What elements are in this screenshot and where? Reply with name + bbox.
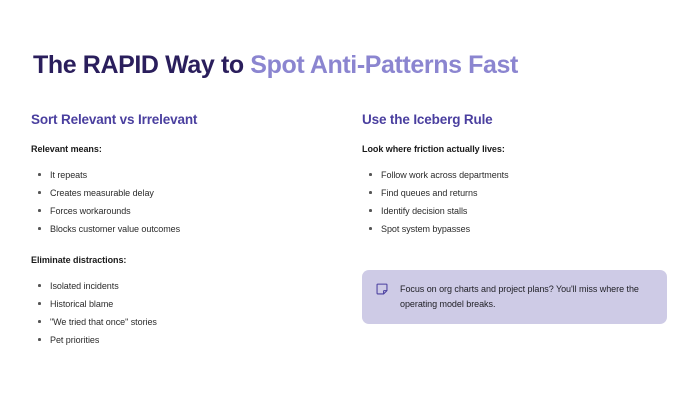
list-item-label: Historical blame <box>50 298 114 309</box>
bullet-dot-icon <box>38 302 41 305</box>
bullet-list-iceberg-rule: Follow work across departments Find queu… <box>362 166 668 238</box>
bullet-dot-icon <box>369 227 372 231</box>
list-item: Creates measurable delay <box>31 184 331 202</box>
list-item-label: Isolated incidents <box>50 280 119 291</box>
column-heading-right: Use the Iceberg Rule <box>362 112 493 127</box>
sticky-note-icon <box>376 283 388 295</box>
bullet-dot-icon <box>38 284 41 287</box>
bullet-dot-icon <box>369 191 372 195</box>
callout-text: Focus on org charts and project plans? Y… <box>400 284 639 309</box>
bullet-dot-icon <box>38 173 41 177</box>
page-title-accent-part: Spot Anti-Patterns Fast <box>250 50 518 79</box>
list-item-label: Forces workarounds <box>50 205 131 216</box>
list-item-label: Identify decision stalls <box>381 205 468 216</box>
list-item-label: Blocks customer value outcomes <box>50 223 181 234</box>
bullet-list-eliminate-distractions: Isolated incidents Historical blame "We … <box>31 277 331 349</box>
sub-heading-look-where-friction-lives: Look where friction actually lives: <box>362 144 505 155</box>
sub-heading-relevant-means: Relevant means: <box>31 144 102 155</box>
list-item: Blocks customer value outcomes <box>31 220 331 238</box>
list-item: It repeats <box>31 166 331 184</box>
callout-box: Focus on org charts and project plans? Y… <box>362 270 667 324</box>
list-item-label: Spot system bypasses <box>381 223 471 234</box>
list-item: Follow work across departments <box>362 166 668 184</box>
list-item-label: Find queues and returns <box>381 187 478 198</box>
sub-heading-eliminate-distractions: Eliminate distractions: <box>31 254 127 265</box>
bullet-list-relevant-means: It repeats Creates measurable delay Forc… <box>31 166 331 238</box>
list-item-label: Follow work across departments <box>381 169 509 180</box>
list-item: Find queues and returns <box>362 184 668 202</box>
list-item: Pet priorities <box>31 331 331 349</box>
list-item: Spot system bypasses <box>362 220 668 238</box>
page-title-dark-part: The RAPID Way to <box>33 50 251 79</box>
bullet-dot-icon <box>369 209 372 213</box>
list-item: Historical blame <box>31 295 331 313</box>
list-item-label: Creates measurable delay <box>50 187 154 198</box>
list-item-label: It repeats <box>50 169 88 180</box>
list-item: Forces workarounds <box>31 202 331 220</box>
column-heading-left: Sort Relevant vs Irrelevant <box>31 112 198 127</box>
bullet-dot-icon <box>38 209 41 213</box>
list-item: Isolated incidents <box>31 277 331 295</box>
bullet-dot-icon <box>38 191 41 195</box>
bullet-dot-icon <box>38 227 41 231</box>
page-title: The RAPID Way to Spot Anti-Patterns Fast <box>33 50 518 80</box>
list-item: Identify decision stalls <box>362 202 668 220</box>
list-item-label: Pet priorities <box>50 334 100 345</box>
column-sort-relevant-vs-irrelevant: Sort Relevant vs Irrelevant Relevant mea… <box>31 112 331 349</box>
bullet-dot-icon <box>38 338 41 341</box>
bullet-dot-icon <box>369 173 372 177</box>
list-item-label: "We tried that once" stories <box>50 316 157 327</box>
bullet-dot-icon <box>38 320 41 323</box>
column-use-the-iceberg-rule: Use the Iceberg Rule Look where friction… <box>362 112 668 238</box>
list-item: "We tried that once" stories <box>31 313 331 331</box>
